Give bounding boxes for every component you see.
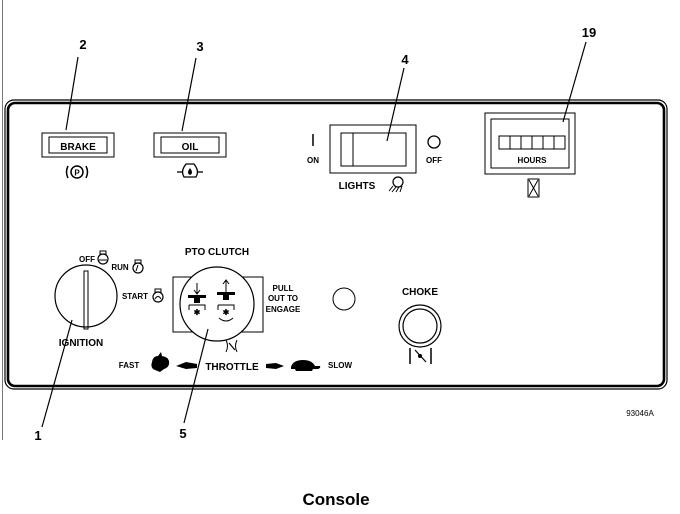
lights-label: LIGHTS: [339, 181, 376, 192]
hour-meter-digit-cell: [542, 135, 555, 150]
hour-meter-digit-cell: [509, 135, 522, 150]
round-button[interactable]: [332, 287, 356, 311]
hours-label: HOURS: [518, 156, 548, 165]
pto-instruction-line-1: PULL: [273, 284, 294, 293]
throttle-arrow-right-icon: [266, 363, 284, 369]
choke-icon: [409, 348, 432, 364]
brake-indicator: BRAKE P: [41, 132, 115, 179]
image-code: 93046A: [626, 409, 654, 418]
ignition-label: IGNITION: [59, 338, 103, 349]
callout-leaders: [41, 41, 587, 428]
callout-3: 3: [196, 39, 203, 54]
throttle-slow-label: SLOW: [328, 361, 352, 370]
ignition-run-label: RUN: [111, 263, 129, 272]
figure-caption: Console: [302, 490, 369, 509]
hour-meter-digit-cell: [553, 135, 566, 150]
lights-on-label: ON: [307, 156, 319, 165]
oil-pressure-icon: [177, 163, 203, 178]
ignition-switch[interactable]: IGNITION OFF RUN START: [54, 250, 164, 349]
svg-text:✱: ✱: [194, 308, 201, 317]
oil-label: OIL: [182, 142, 199, 153]
throttle-fast-label: FAST: [119, 361, 140, 370]
brake-label: BRAKE: [60, 142, 96, 153]
throttle-label: THROTTLE: [205, 362, 259, 373]
callout-2: 2: [79, 37, 86, 52]
pto-engage-icon: ✱: [217, 279, 235, 322]
pto-clutch-title: PTO CLUTCH: [185, 247, 249, 258]
pto-disengage-icon: ✱: [188, 283, 206, 317]
hour-meter-digit-cell: [531, 135, 544, 150]
oil-indicator: OIL: [153, 132, 227, 178]
choke-label: CHOKE: [402, 287, 438, 298]
callout-19: 19: [582, 25, 596, 40]
lights-off-label: OFF: [426, 156, 442, 165]
throttle-arrow-left-icon: [176, 362, 197, 369]
ignition-start-label: START: [122, 292, 148, 301]
hour-meter-digit-cell: [520, 135, 533, 150]
parking-brake-icon: P: [65, 165, 89, 179]
hour-meter-digit-cell: [498, 135, 511, 150]
callout-1: 1: [34, 428, 41, 443]
throttle-lever-icon: [225, 339, 238, 353]
ignition-off-label: OFF: [79, 255, 95, 264]
hourglass-icon: [527, 178, 540, 198]
pto-instruction-line-2: OUT TO: [268, 294, 298, 303]
throttle-control[interactable]: FAST THROTTLE SLOW: [119, 339, 353, 373]
callout-5: 5: [179, 426, 186, 441]
engine-start-icon: [152, 288, 164, 303]
rabbit-icon: [151, 352, 170, 372]
headlight-icon: [388, 176, 404, 193]
svg-text:✱: ✱: [223, 308, 230, 317]
engine-run-icon: [132, 259, 144, 274]
pto-clutch-switch[interactable]: PTO CLUTCH ✱ ✱ PULL OUT TO ENGAGE: [172, 247, 301, 342]
choke-control[interactable]: CHOKE: [398, 287, 442, 364]
engine-off-icon: [97, 250, 109, 265]
lights-switch[interactable]: ON OFF LIGHTS: [307, 124, 442, 193]
pto-instruction-line-3: ENGAGE: [266, 305, 301, 314]
off-symbol: [427, 135, 441, 149]
hour-meter-digits: [498, 135, 566, 150]
console-panel: [4, 99, 668, 390]
turtle-icon: [291, 360, 321, 371]
callout-4: 4: [401, 52, 409, 67]
hour-meter: HOURS: [484, 112, 576, 198]
svg-text:P: P: [74, 169, 80, 178]
